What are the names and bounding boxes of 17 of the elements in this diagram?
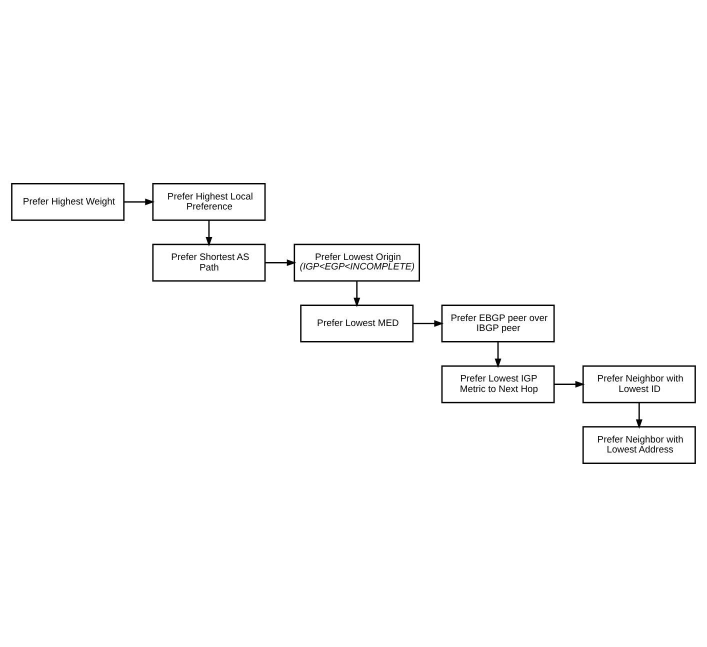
arrow	[413, 320, 444, 327]
arrow	[554, 380, 585, 388]
arrow	[354, 281, 360, 308]
node-box: Prefer EBGP peer over IBGP peer	[441, 304, 555, 342]
arrow	[265, 259, 296, 266]
node-box: Prefer Neighbor with Lowest ID	[582, 365, 696, 404]
node-box: Prefer Neighbor with Lowest Address	[582, 426, 696, 464]
node-box: Prefer Highest Local Preference	[152, 183, 266, 221]
arrow	[494, 342, 502, 368]
node-box: Prefer Lowest Origin (IGP<EGP<INCOMPLETE)	[294, 244, 420, 282]
node-box: Prefer Lowest IGP Metric to Next Hop	[441, 365, 555, 404]
node-box: Prefer Highest Weight	[11, 183, 125, 221]
node-box: Prefer Lowest MED	[300, 304, 414, 342]
arrow	[124, 198, 155, 206]
arrow	[206, 220, 212, 246]
arrow	[636, 402, 642, 429]
node-box: Prefer Shortest AS Path	[152, 244, 266, 282]
